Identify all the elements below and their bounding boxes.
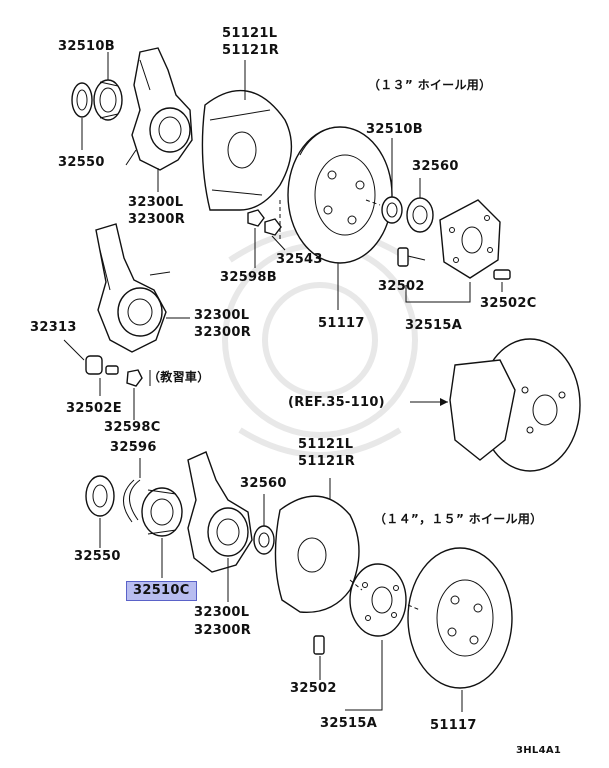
seal-32560-top <box>406 197 434 233</box>
seal-32550-bottom <box>85 475 115 517</box>
label-32502e: 32502E <box>66 401 122 416</box>
dust-cover-bottom <box>274 495 360 614</box>
nut-32598c <box>126 369 143 387</box>
label-51121r-top: 51121R <box>222 43 280 58</box>
hub-bolt-32502c <box>493 269 511 280</box>
note-13-inch-wheel: （１３” ホイール用） <box>368 78 492 92</box>
seal-32560-bottom <box>253 525 275 555</box>
label-32313: 32313 <box>30 320 77 335</box>
nuts-top <box>247 209 282 236</box>
label-32515a-bottom: 32515A <box>320 716 378 731</box>
label-32510b-mid: 32510B <box>366 122 423 137</box>
label-32560-top: 32560 <box>412 159 459 174</box>
label-32300l-mid: 32300L <box>194 308 250 323</box>
snap-ring-32596 <box>123 479 141 523</box>
label-32502-bottom: 32502 <box>290 681 337 696</box>
label-32598c: 32598C <box>104 420 161 435</box>
bearing-32510b-mid <box>381 196 403 224</box>
diagram-code: 3HL4A1 <box>516 745 562 756</box>
label-32560-bottom: 32560 <box>240 476 287 491</box>
label-51121l-bottom: 51121L <box>298 437 354 452</box>
label-51117-top: 51117 <box>318 316 365 331</box>
brake-caliper-assembly <box>449 338 581 472</box>
steering-knuckle-mid <box>95 223 171 353</box>
label-51121l-top: 51121L <box>222 26 278 41</box>
bearing-32510b-top <box>93 79 123 121</box>
label-32515a-top: 32515A <box>405 318 463 333</box>
label-32510b-top: 32510B <box>58 39 115 54</box>
wheel-hub-top <box>439 199 501 279</box>
dust-cover-top <box>201 90 293 211</box>
label-32502-top: 32502 <box>378 279 425 294</box>
label-32502c: 32502C <box>480 296 537 311</box>
bearing-32510c <box>141 487 183 537</box>
hub-bolt-32502-bottom <box>313 635 325 655</box>
bolt-32502e <box>105 365 119 375</box>
label-32598b: 32598B <box>220 270 277 285</box>
brake-rotor-top <box>287 126 393 264</box>
label-32300l-bottom: 32300L <box>194 605 250 620</box>
wheel-hub-bottom <box>349 563 407 637</box>
note-school-car: （教習車） <box>148 370 210 384</box>
label-32300r-bottom: 32300R <box>194 623 252 638</box>
brake-rotor-bottom <box>407 547 513 689</box>
label-32300r-top: 32300R <box>128 212 186 227</box>
label-32543: 32543 <box>276 252 323 267</box>
label-51121r-bottom: 51121R <box>298 454 356 469</box>
label-32596: 32596 <box>110 440 157 455</box>
steering-knuckle-top <box>125 47 193 171</box>
label-32300l-top: 32300L <box>128 195 184 210</box>
label-32300r-mid: 32300R <box>194 325 252 340</box>
label-32510c-highlighted[interactable]: 32510C <box>126 581 197 601</box>
hub-bolt-32502-top <box>397 247 426 267</box>
label-32550-bottom: 32550 <box>74 549 121 564</box>
steering-knuckle-bottom <box>187 451 253 573</box>
note-14-15-inch-wheel: （１４”，１５” ホイール用） <box>374 512 543 526</box>
label-32550-top: 32550 <box>58 155 105 170</box>
seal-32550-top <box>71 82 93 118</box>
label-ref-35-110: (REF.35-110) <box>288 395 385 410</box>
label-51117-bottom: 51117 <box>430 718 477 733</box>
bushing-32313 <box>85 355 103 375</box>
